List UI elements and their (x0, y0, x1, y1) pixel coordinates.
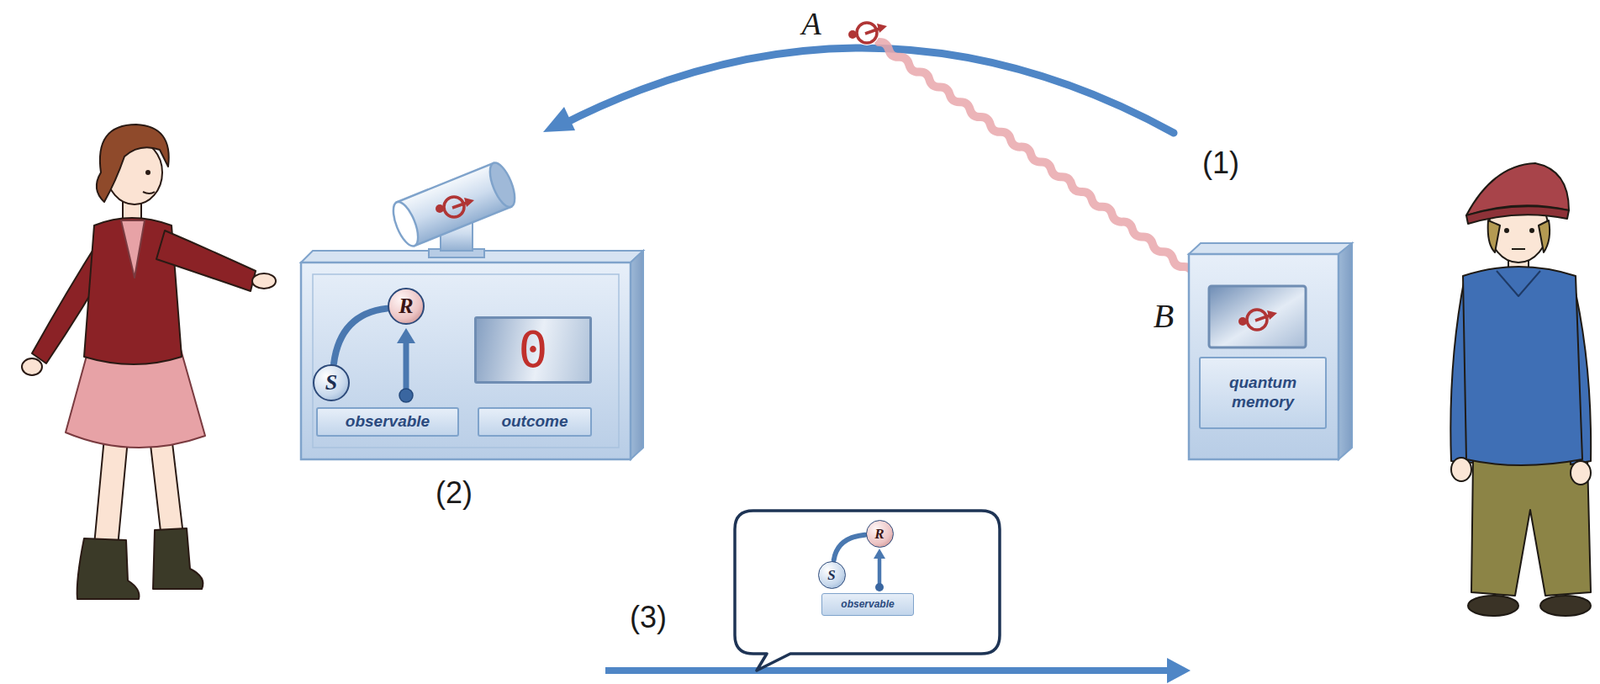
quantum-memory-box (1188, 242, 1352, 460)
callout-number: (2) (435, 477, 473, 508)
bob-figure (1488, 220, 1500, 253)
setting-knob: S (312, 364, 350, 402)
alice-figure (121, 220, 145, 278)
bob-figure (1462, 266, 1583, 465)
speech-bubble (734, 510, 1000, 671)
telescope (388, 198, 423, 249)
alice-figure (77, 538, 140, 599)
node-text: S (827, 567, 835, 582)
alice-figure (96, 124, 169, 202)
alice-figure (149, 435, 184, 539)
bob-figure (1451, 457, 1472, 481)
communication-arrow (605, 666, 1171, 674)
alice-figure (21, 124, 276, 599)
observable-plate: observable (821, 592, 914, 616)
transfer-arc (543, 106, 576, 133)
bob-figure (1570, 460, 1591, 485)
dial-arc (333, 308, 387, 365)
node-text: outcome (501, 411, 568, 432)
telescope (388, 159, 520, 250)
observable-plate: observable (316, 406, 460, 437)
mini-lever (873, 548, 886, 559)
telescope (435, 196, 475, 217)
lever (396, 327, 416, 344)
node-text: quantum memory (1205, 373, 1321, 412)
measurement-device (300, 250, 644, 460)
transfer-arc (559, 47, 1174, 133)
bob-figure (1496, 270, 1541, 296)
alice-figure (252, 273, 276, 289)
lever (403, 339, 410, 392)
mini-lever (873, 548, 886, 592)
alice-figure (153, 528, 203, 589)
measurement-device (312, 274, 619, 448)
lever (396, 327, 416, 402)
bob-figure (1540, 595, 1591, 616)
quantum-memory-box (1238, 309, 1278, 330)
bob-figure (1511, 248, 1526, 250)
alice-figure (94, 437, 128, 547)
alice-figure (156, 230, 256, 291)
measurement-device (300, 262, 631, 460)
quantum-memory-box (1338, 242, 1352, 460)
dial-arc (834, 534, 866, 560)
bob-figure (1467, 595, 1519, 616)
communication-arrow (605, 657, 1191, 683)
bob-figure (1538, 220, 1550, 253)
mini-lever (877, 556, 882, 586)
callout-number: (3) (629, 601, 667, 633)
communication-arrow (1166, 657, 1191, 683)
quantum-memory-box (1209, 285, 1306, 348)
setting-knob: S (818, 560, 846, 589)
alice-figure (21, 358, 43, 375)
alice-figure (142, 191, 155, 194)
telescope (485, 159, 520, 211)
result-knob: R (387, 287, 425, 325)
particle-label: B (1153, 299, 1174, 333)
alice-figure (145, 169, 151, 175)
bob-figure (1504, 227, 1510, 233)
speech-bubble (734, 510, 1000, 671)
outcome-plate: outcome (477, 406, 592, 437)
memory-plate: quantum memory (1198, 356, 1327, 429)
spin-icon (848, 22, 888, 43)
bob-figure (1466, 205, 1569, 224)
node-text: R (874, 526, 884, 541)
callout-number: (1) (1202, 147, 1240, 179)
spin-icon (848, 20, 888, 46)
lever (399, 388, 413, 402)
transfer-arc (543, 47, 1174, 133)
result-knob: R (866, 519, 894, 548)
particle-label: A (801, 7, 821, 40)
node-text: 0 (518, 325, 549, 375)
bob-figure (1471, 459, 1591, 596)
node-text: observable (840, 597, 894, 610)
bob-figure (1450, 163, 1591, 616)
telescope (388, 159, 520, 258)
node-text: R (398, 295, 413, 317)
quantum-memory-box (1188, 242, 1352, 254)
mini-lever (875, 582, 884, 592)
node-text: observable (345, 411, 430, 432)
node-text: S (325, 371, 338, 394)
quantum-memory-box (1188, 253, 1339, 460)
bob-figure (1529, 227, 1535, 233)
measurement-device (630, 250, 644, 460)
outcome-display: 0 (474, 316, 592, 384)
